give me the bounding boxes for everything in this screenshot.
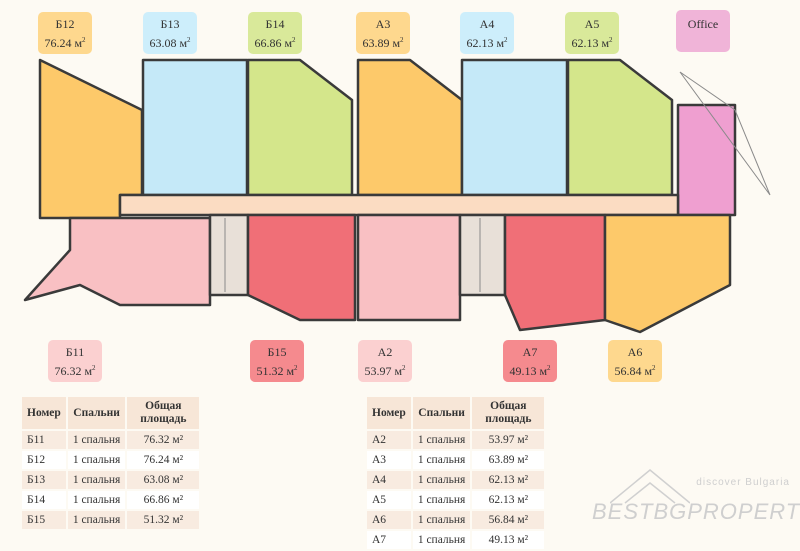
unit-a5[interactable] (566, 58, 674, 197)
unit-office[interactable] (676, 103, 737, 217)
unit-a2[interactable] (356, 213, 462, 322)
col-area: Общая площадь (127, 397, 200, 429)
unit-a3[interactable] (356, 58, 464, 197)
unit-a4[interactable] (460, 58, 569, 197)
stairs-left (208, 213, 250, 297)
house-icon (610, 469, 690, 504)
col-bedrooms: Спальни (67, 397, 126, 429)
watermark-logo: discover Bulgaria BESTBGPROPERTIES (590, 465, 800, 535)
col-number: Номер (367, 397, 411, 429)
unit-b11[interactable] (23, 216, 212, 307)
unit-label-office[interactable]: Office (676, 10, 730, 52)
unit-a7[interactable] (503, 213, 607, 332)
stairs-right (458, 213, 507, 297)
col-area: Общая площадь (472, 397, 545, 429)
unit-b14[interactable] (246, 58, 354, 197)
corridor (118, 193, 680, 217)
col-number: Номер (22, 397, 66, 429)
unit-a6[interactable] (603, 213, 732, 334)
col-bedrooms: Спальни (412, 397, 471, 429)
unit-b13[interactable] (141, 58, 249, 197)
unit-b15[interactable] (246, 213, 357, 322)
